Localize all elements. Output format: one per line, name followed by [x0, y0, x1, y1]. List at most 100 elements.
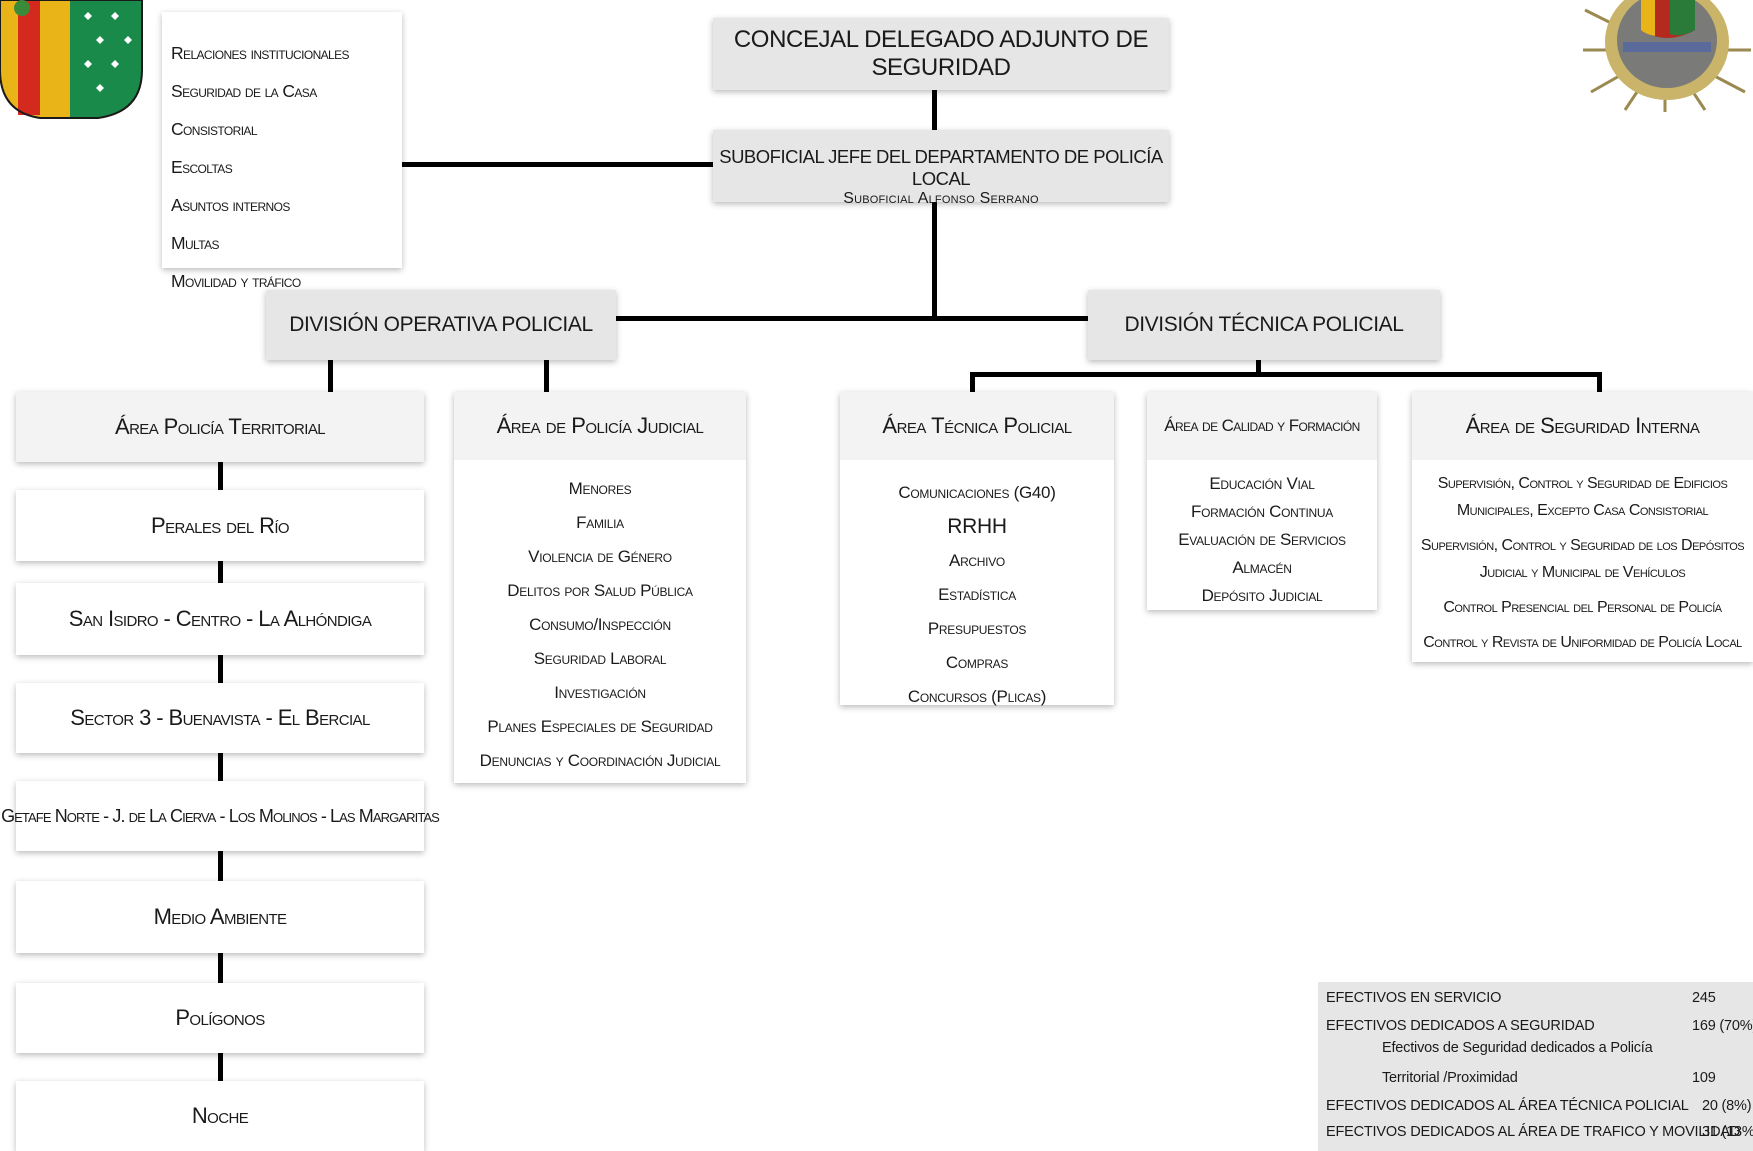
judicial-item: Familia	[576, 513, 624, 532]
territorial-unit: Getafe Norte - J. de La Cierva - Los Mol…	[1, 805, 440, 826]
territorial-unit: Perales del Río	[151, 512, 290, 538]
seguridad-interna-line: Supervisión, Control y Seguridad de Edif…	[1437, 475, 1728, 492]
stats-row-value: 245	[1692, 990, 1716, 1006]
judicial-item: Seguridad Laboral	[533, 649, 667, 668]
calidad-item: Evaluación de Servicios	[1178, 530, 1346, 549]
territorial-unit: Noche	[191, 1103, 249, 1128]
staff-item: Multas	[171, 233, 219, 253]
area-judicial-box: Área de Policía Judicial Menores Familia…	[454, 392, 746, 783]
connector-line	[218, 753, 223, 781]
connector-line	[218, 655, 223, 683]
stats-row-value: 31 (13%)	[1702, 1124, 1753, 1140]
tecnica-item: RRHH	[947, 515, 1007, 538]
stats-row-label: EFECTIVOS DEDICADOS A SEGURIDAD	[1326, 1018, 1595, 1034]
connector-line	[218, 851, 223, 881]
judicial-item: Menores	[568, 479, 632, 498]
calidad-item: Depósito Judicial	[1201, 586, 1323, 605]
seguridad-interna-line: Supervisión, Control y Seguridad de los …	[1420, 537, 1745, 554]
division-operativa-title: DIVISIÓN OPERATIVA POLICIAL	[289, 313, 593, 336]
staff-item: Seguridad de la Casa Consistorial	[171, 81, 317, 139]
stats-row-value: 169 (70%)	[1692, 1018, 1753, 1034]
judicial-item: Denuncias y Coordinación Judicial	[479, 751, 721, 770]
connector-line	[970, 372, 975, 392]
connector-line	[932, 202, 937, 318]
connector-line	[218, 561, 223, 583]
stats-row-value: 109	[1692, 1070, 1716, 1086]
connector-line	[218, 462, 223, 490]
connector-line	[612, 316, 1090, 321]
tecnica-item: Presupuestos	[927, 619, 1027, 638]
suboficial-box: SUBOFICIAL JEFE DEL DEPARTAMENTO DE POLI…	[713, 130, 1169, 207]
suboficial-name: Suboficial Alfonso Serrano	[843, 190, 1039, 207]
connector-line	[328, 358, 333, 392]
territorial-unit-box: Polígonos	[16, 983, 424, 1053]
territorial-unit: San Isidro - Centro - La Alhóndiga	[68, 606, 372, 631]
division-tecnica-title: DIVISIÓN TÉCNICA POLICIAL	[1124, 313, 1404, 336]
staff-functions-box: Relaciones institucionales Seguridad de …	[162, 12, 402, 291]
municipal-coat-of-arms-icon	[0, 0, 143, 119]
stats-row-label: EFECTIVOS DEDICADOS AL ÁREA TÉCNICA POLI…	[1326, 1098, 1689, 1114]
judicial-item: Delitos por Salud Pública	[507, 581, 693, 600]
calidad-item: Almacén	[1232, 558, 1292, 577]
connector-line	[970, 372, 1602, 377]
division-tecnica-box: DIVISIÓN TÉCNICA POLICIAL	[1088, 290, 1440, 360]
stats-row-label: EFECTIVOS DEDICADOS AL ÁREA DE TRAFICO Y…	[1326, 1124, 1741, 1140]
judicial-item: Investigación	[554, 683, 646, 702]
area-tecnica-box: Área Técnica Policial Comunicaciones (G4…	[840, 392, 1114, 706]
concejal-box: CONCEJAL DELEGADO ADJUNTO DE SEGURIDAD	[713, 18, 1169, 90]
tecnica-item: Concursos (Plicas)	[907, 687, 1047, 706]
area-calidad-box: Área de Calidad y Formación Educación Vi…	[1147, 392, 1377, 610]
seguridad-interna-line: Judicial y Municipal de Vehículos	[1479, 564, 1686, 581]
police-badge-icon	[1583, 0, 1751, 112]
stats-row-label: Efectivos de Seguridad dedicados a Polic…	[1382, 1040, 1653, 1056]
territorial-unit-box: San Isidro - Centro - La Alhóndiga	[16, 583, 424, 655]
territorial-unit: Sector 3 - Buenavista - El Bercial	[70, 705, 370, 730]
staff-functions-list: Relaciones institucionales Seguridad de …	[162, 12, 402, 300]
staff-item: Asuntos internos	[171, 195, 290, 215]
tecnica-item: Archivo	[949, 551, 1005, 570]
connector-line	[1256, 358, 1261, 376]
territorial-unit-box: Medio Ambiente	[16, 881, 424, 953]
judicial-item: Consumo/Inspección	[529, 615, 671, 634]
seguridad-interna-line: Control Presencial del Personal de Polic…	[1443, 599, 1722, 616]
territorial-unit-box: Noche	[16, 1081, 424, 1151]
tecnica-item: Estadística	[938, 585, 1016, 604]
seguridad-interna-line: Control y Revista de Uniformidad de Poli…	[1423, 634, 1742, 651]
territorial-unit: Medio Ambiente	[153, 904, 287, 929]
area-territorial-box: Área Policía Territorial	[16, 392, 424, 462]
area-tecnica-title: Área Técnica Policial	[840, 392, 1114, 460]
territorial-unit-box: Sector 3 - Buenavista - El Bercial	[16, 683, 424, 753]
staffing-stats-table: EFECTIVOS EN SERVICIO 245 EFECTIVOS DEDI…	[1318, 982, 1753, 1151]
division-operativa-box: DIVISIÓN OPERATIVA POLICIAL	[266, 290, 616, 360]
stats-row-value: 20 (8%)	[1702, 1098, 1752, 1114]
connector-line	[544, 358, 549, 392]
area-judicial-title: Área de Policía Judicial	[454, 392, 746, 460]
connector-line	[932, 90, 937, 130]
area-calidad-title: Área de Calidad y Formación	[1147, 392, 1377, 460]
area-seguridad-interna-title: Área de Seguridad Interna	[1412, 392, 1753, 460]
stats-row-label: Territorial /Proximidad	[1382, 1070, 1518, 1086]
calidad-items-list: Educación Vial Formación Continua Evalua…	[1147, 460, 1377, 610]
seguridad-interna-line: Municipales, Excepto Casa Consistorial	[1456, 502, 1709, 519]
connector-line	[218, 953, 223, 983]
connector-line	[1597, 372, 1602, 392]
judicial-item: Planes Especiales de Seguridad	[487, 717, 713, 736]
tecnica-item: Comunicaciones (G40)	[898, 483, 1056, 502]
suboficial-title: SUBOFICIAL JEFE DEL DEPARTAMENTO DE POLI…	[719, 146, 1163, 189]
staff-item: Movilidad y tráfico	[171, 271, 301, 291]
calidad-item: Educación Vial	[1209, 474, 1315, 493]
calidad-item: Formación Continua	[1191, 502, 1333, 521]
judicial-items-list: Menores Familia Violencia de Género Deli…	[454, 460, 746, 778]
area-seguridad-interna-box: Área de Seguridad Interna Supervisión, C…	[1412, 392, 1753, 662]
concejal-title: CONCEJAL DELEGADO ADJUNTO DE SEGURIDAD	[733, 26, 1149, 81]
connector-line	[402, 162, 714, 167]
tecnica-item: Compras	[945, 653, 1009, 672]
staff-item: Escoltas	[171, 157, 233, 177]
connector-line	[218, 1053, 223, 1081]
territorial-unit-box: Perales del Río	[16, 490, 424, 561]
staff-item: Relaciones institucionales	[171, 43, 350, 63]
area-territorial-title: Área Policía Territorial	[115, 414, 326, 439]
judicial-item: Violencia de Género	[528, 547, 672, 566]
territorial-unit: Polígonos	[175, 1005, 265, 1030]
seguridad-interna-list: Supervisión, Control y Seguridad de Edif…	[1412, 460, 1753, 656]
